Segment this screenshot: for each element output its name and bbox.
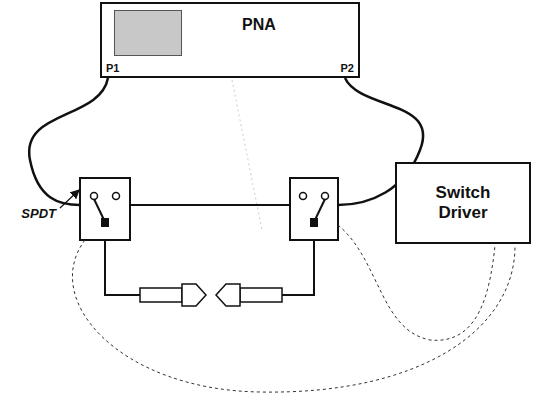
coax-connector: [216, 284, 282, 306]
port-label: P2: [341, 62, 354, 74]
spdt-switch: [290, 178, 338, 240]
analyzer-box: PNA P1 P2: [100, 2, 360, 78]
device-name: PNA: [242, 16, 276, 34]
control-wire: [72, 240, 515, 392]
box-title: Switch Driver: [418, 183, 508, 224]
thru-cable: [130, 204, 290, 206]
coax-connector: [140, 284, 206, 306]
leader-arrow: [60, 190, 79, 208]
driver-box: Switch Driver: [395, 162, 531, 244]
port-label: P1: [106, 62, 119, 74]
spdt-switch: [80, 178, 130, 240]
screen: [114, 10, 182, 56]
part-label: SPDT: [19, 206, 58, 221]
